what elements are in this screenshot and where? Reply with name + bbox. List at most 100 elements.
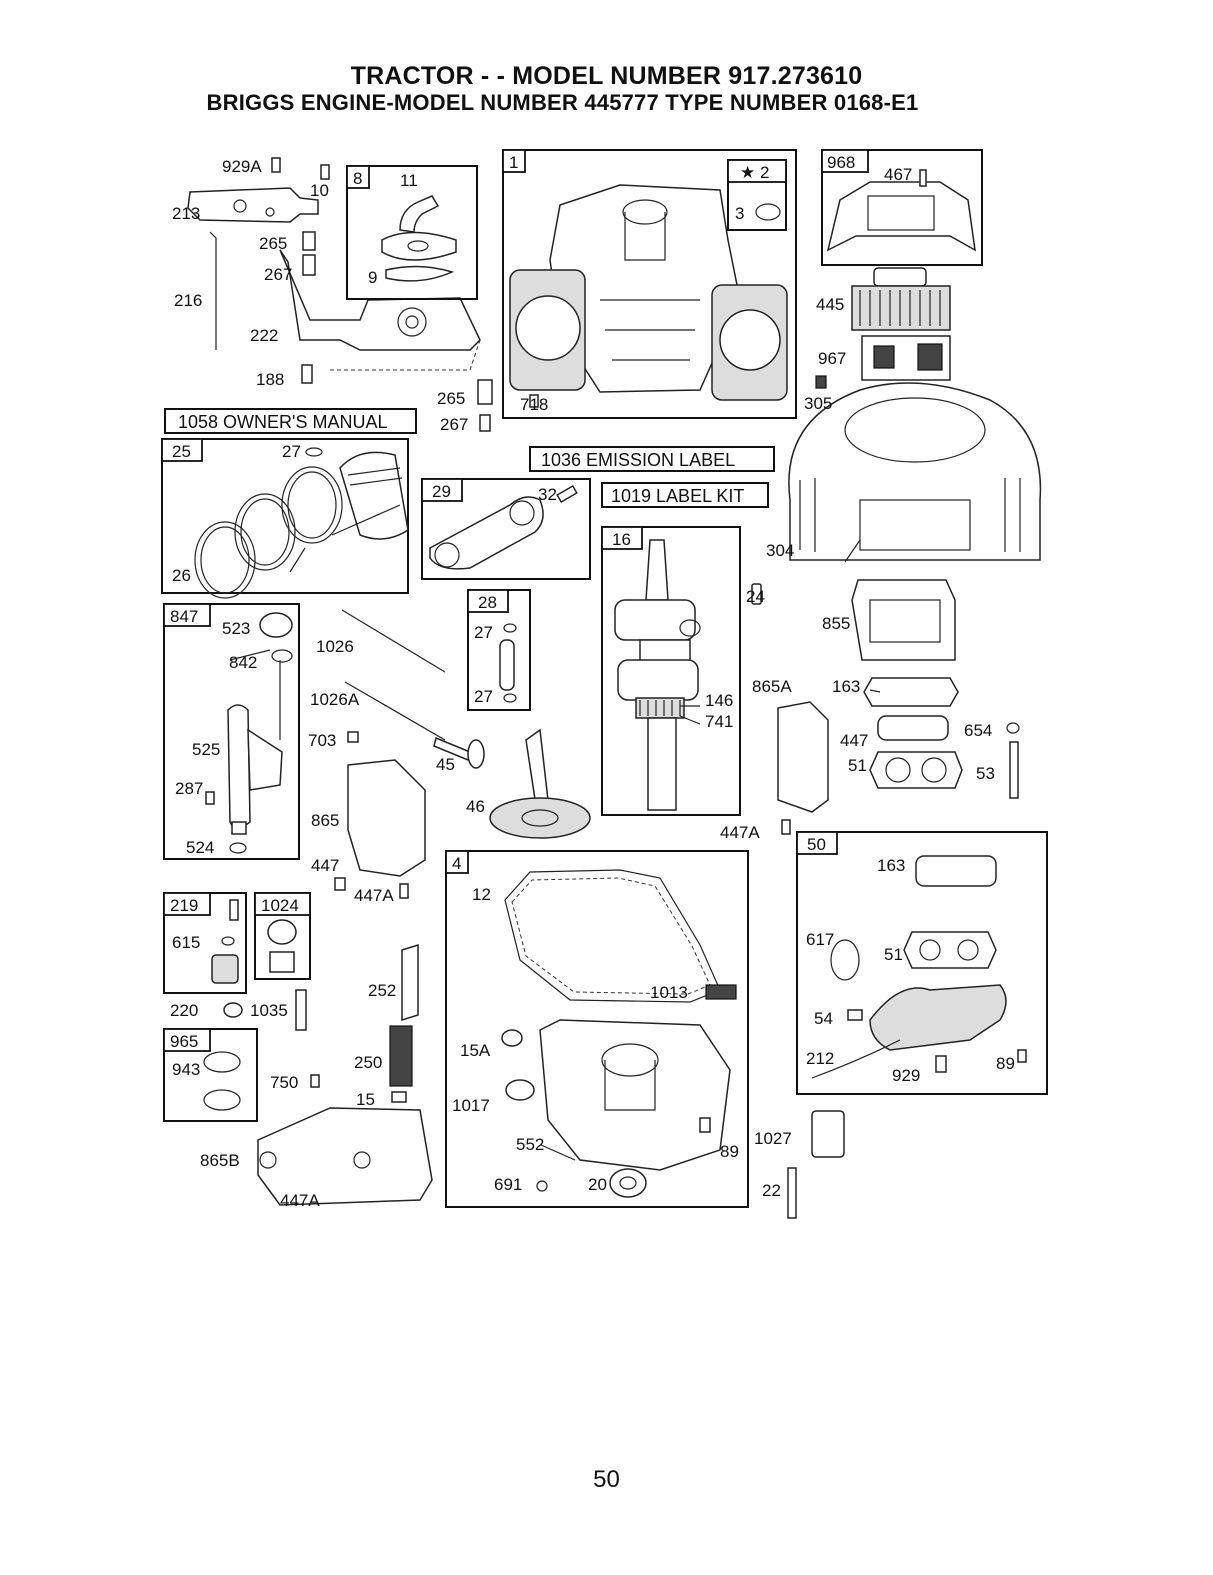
callout-287: 287 (175, 779, 203, 798)
tractor-model-title: TRACTOR - - MODEL NUMBER 917.273610 (350, 62, 863, 90)
callout-89-b: 89 (720, 1142, 739, 1161)
callout-943: 943 (172, 1060, 200, 1079)
kit-box-847 (163, 603, 300, 860)
kit-box-16 (601, 526, 741, 816)
callout-1017: 1017 (452, 1096, 490, 1115)
kit-box-25 (161, 438, 409, 594)
callout-524: 524 (186, 838, 214, 857)
push-rod-1026 (341, 609, 446, 673)
callout-703: 703 (308, 731, 336, 750)
box-label-965: 965 (170, 1032, 198, 1051)
callout-27-c: 27 (474, 687, 493, 706)
callout-250: 250 (354, 1053, 382, 1072)
callout-1035: 1035 (250, 1001, 288, 1020)
callout-220: 220 (170, 1001, 198, 1020)
callout-447A: 447A (354, 886, 394, 905)
callout-212: 212 (806, 1049, 834, 1068)
breather-250 (389, 1025, 413, 1087)
box-label-29: 29 (432, 482, 451, 501)
callout-9: 9 (368, 268, 377, 287)
box-label-1024: 1024 (261, 896, 299, 915)
callout-46: 46 (466, 797, 485, 816)
sump-and-gasket (501, 869, 737, 1198)
callout-967: 967 (818, 349, 846, 368)
callout-188: 188 (256, 370, 284, 389)
page-number: 50 (593, 1466, 620, 1493)
callout-929A: 929A (222, 157, 262, 176)
callout-10: 10 (310, 181, 329, 200)
kit-box-968 (821, 149, 983, 266)
box-label-25: 25 (172, 442, 191, 461)
emission-label-banner (529, 446, 775, 472)
callout-146: 146 (705, 691, 733, 710)
callout-447A-b: 447A (720, 823, 760, 842)
callout-1013: 1013 (650, 983, 688, 1002)
callout-842: 842 (229, 653, 257, 672)
callout-20: 20 (588, 1175, 607, 1194)
callout-24: 24 (746, 587, 765, 606)
callout-865A: 865A (752, 677, 792, 696)
callout-447: 447 (840, 731, 868, 750)
callout-163: 163 (832, 677, 860, 696)
dipstick-and-tube (205, 612, 293, 854)
callout-27-b: 27 (474, 623, 493, 642)
callout-3: 3 (735, 204, 744, 223)
callout-1026: 1026 (316, 637, 354, 656)
callout-265-b: 265 (437, 389, 465, 408)
kit-box-8 (346, 165, 478, 300)
box-label-8: 8 (353, 169, 362, 188)
callout-54: 54 (814, 1009, 833, 1028)
callout-617: 617 (806, 930, 834, 949)
kit-box-1 (502, 149, 797, 419)
callout-216: 216 (174, 291, 202, 310)
shroud-865A (777, 701, 829, 813)
label-kit-banner (601, 482, 769, 508)
label-kit-text: 1019 LABEL KIT (611, 486, 744, 506)
box-label-219: 219 (170, 896, 198, 915)
callout-15: 15 (356, 1090, 375, 1109)
intake-kit-50 (811, 855, 1027, 1079)
owners-manual-banner (164, 408, 417, 434)
callout-552: 552 (516, 1135, 544, 1154)
box-label-4: 4 (452, 854, 461, 873)
callout-222: 222 (250, 326, 278, 345)
air-guide-252 (401, 943, 419, 1022)
callout-51-b: 51 (884, 945, 903, 964)
blower-housing (788, 382, 1042, 561)
box-label-1: 1 (509, 153, 518, 172)
callout-304: 304 (766, 541, 794, 560)
callout-523: 523 (222, 619, 250, 638)
callout-27: 27 (282, 442, 301, 461)
callout-267-b: 267 (440, 415, 468, 434)
crankcase-cylinder-block (509, 184, 788, 408)
callout-89: 89 (996, 1054, 1015, 1073)
callout-265: 265 (259, 234, 287, 253)
callout-741: 741 (705, 712, 733, 731)
callout-32: 32 (538, 485, 557, 504)
callout-865: 865 (311, 811, 339, 830)
callout-305: 305 (804, 394, 832, 413)
callout-855: 855 (822, 614, 850, 633)
callout-865B: 865B (200, 1151, 240, 1170)
callout-691: 691 (494, 1175, 522, 1194)
callout-750: 750 (270, 1073, 298, 1092)
valve-45 (433, 736, 485, 769)
callout-1026A: 1026A (310, 690, 360, 709)
piston-and-rings (194, 447, 409, 599)
engine-model-title: BRIGGS ENGINE-MODEL NUMBER 445777 TYPE N… (206, 90, 919, 115)
box-label-968: 968 (827, 153, 855, 172)
callout-163-b: 163 (877, 856, 905, 875)
box-label-50: 50 (807, 835, 826, 854)
box-label-28: 28 (478, 593, 497, 612)
callout-467: 467 (884, 165, 912, 184)
callout-718: 718 (520, 395, 548, 414)
callout-445: 445 (816, 295, 844, 314)
kit-box-29 (421, 478, 591, 580)
kit-box-4 (445, 850, 749, 1208)
callout-267: 267 (264, 265, 292, 284)
callout-12: 12 (472, 885, 491, 904)
shroud-865 (347, 759, 426, 877)
box-label-2: ★ 2 (740, 163, 769, 182)
